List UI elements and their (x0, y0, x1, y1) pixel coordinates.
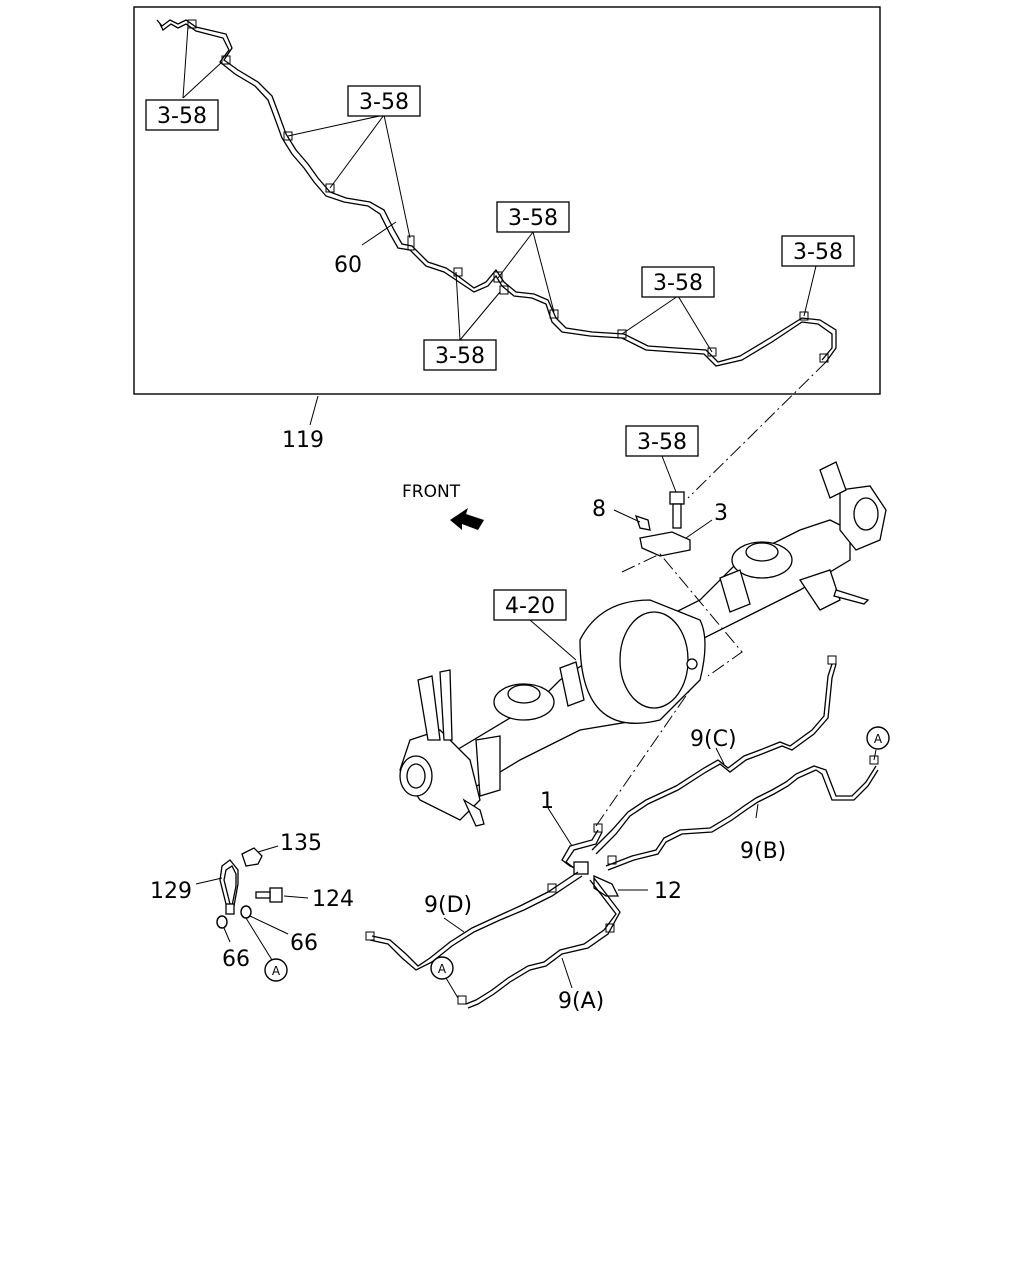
svg-text:3-58: 3-58 (359, 90, 409, 115)
bolt (669, 491, 685, 529)
three-way-connector (573, 861, 620, 897)
brake-pipe-9d (371, 871, 579, 967)
part-label-9b: 9(B) (740, 839, 786, 864)
part-label-9a: 9(A) (558, 989, 604, 1014)
ref-box-4-20: 4-20 (493, 589, 567, 621)
part-label-3: 3 (714, 501, 728, 526)
inset-frame (133, 6, 881, 395)
bolt-124 (255, 887, 283, 903)
ref-box-3-58-b: 3-58 (347, 85, 421, 117)
brake-hose-129 (219, 859, 239, 915)
part-label-9c: 9(C) (690, 727, 737, 752)
ref-box-3-58-c: 3-58 (496, 201, 570, 233)
svg-text:4-20: 4-20 (505, 594, 555, 619)
front-label: FRONT (402, 482, 461, 502)
part-label-8: 8 (592, 497, 606, 522)
ref-box-3-58-a: 3-58 (145, 99, 219, 131)
svg-text:A: A (874, 732, 883, 746)
part-label-129: 129 (150, 879, 192, 904)
connector-a-right: A (866, 726, 890, 750)
part-label-66-right: 66 (290, 931, 318, 956)
svg-text:A: A (272, 964, 281, 978)
svg-text:3-58: 3-58 (653, 271, 703, 296)
inset-leaders (182, 25, 817, 353)
svg-text:3-58: 3-58 (157, 104, 207, 129)
brake-pipe-60 (156, 19, 837, 363)
washer-66-left (216, 915, 228, 929)
svg-text:A: A (438, 962, 447, 976)
rear-axle (399, 461, 887, 827)
part-label-12: 12 (654, 879, 682, 904)
connector-a-left: A (264, 958, 288, 982)
clip-bracket (634, 514, 691, 557)
front-arrow-icon (450, 508, 484, 530)
part-label-1: 1 (540, 789, 554, 814)
part-label-66-left: 66 (222, 947, 250, 972)
assembly-label-119: 119 (282, 428, 324, 453)
svg-text:3-58: 3-58 (637, 430, 687, 455)
part-label-135: 135 (280, 831, 322, 856)
ref-box-3-58-e: 3-58 (641, 266, 715, 298)
brake-pipe-9b (605, 765, 877, 867)
svg-text:3-58: 3-58 (435, 344, 485, 369)
brake-pipe-9c (591, 663, 833, 851)
part-label-124: 124 (312, 887, 354, 912)
part-label-9d: 9(D) (424, 893, 472, 918)
svg-text:3-58: 3-58 (793, 240, 843, 265)
part-label-60: 60 (334, 253, 362, 278)
assembly-leader (309, 395, 319, 426)
svg-text:3-58: 3-58 (508, 206, 558, 231)
ref-box-3-58-g: 3-58 (625, 425, 699, 457)
ref-box-3-58-d: 3-58 (423, 339, 497, 371)
connector-a-lower: A (430, 956, 454, 980)
clip-135 (241, 847, 263, 867)
washer-66-right (240, 905, 252, 919)
brake-pipe-9a (465, 879, 617, 1005)
pipe-clips (187, 19, 829, 363)
ref-box-3-58-f: 3-58 (781, 235, 855, 267)
